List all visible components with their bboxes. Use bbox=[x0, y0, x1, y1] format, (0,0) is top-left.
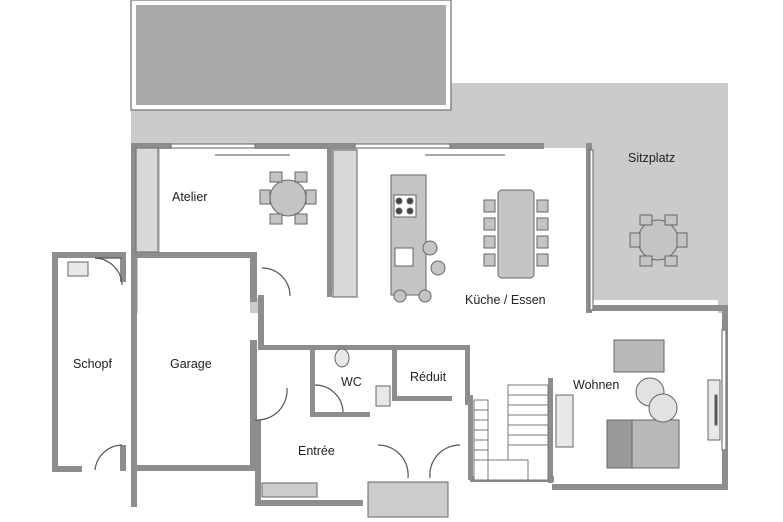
pool bbox=[136, 5, 446, 105]
room-label-garage: Garage bbox=[170, 357, 212, 371]
room-label-reduit: Réduit bbox=[410, 370, 447, 384]
atelier-table bbox=[259, 171, 317, 225]
room-label-entree: Entrée bbox=[298, 444, 335, 458]
dining-table bbox=[483, 189, 549, 279]
sanitary bbox=[67, 261, 449, 518]
room-label-kueche-essen: Küche / Essen bbox=[465, 293, 546, 307]
room-label-sitzplatz: Sitzplatz bbox=[628, 151, 675, 165]
kitchen-island bbox=[390, 174, 446, 303]
room-label-wohnen: Wohnen bbox=[573, 378, 619, 392]
staircase bbox=[473, 384, 549, 481]
room-label-wc: WC bbox=[341, 375, 362, 389]
room-label-atelier: Atelier bbox=[172, 190, 207, 204]
windows bbox=[135, 143, 727, 451]
doors bbox=[94, 257, 461, 479]
living-furniture bbox=[555, 339, 721, 469]
walls bbox=[52, 143, 728, 507]
terrace-table bbox=[629, 214, 688, 267]
room-label-schopf: Schopf bbox=[73, 357, 112, 371]
